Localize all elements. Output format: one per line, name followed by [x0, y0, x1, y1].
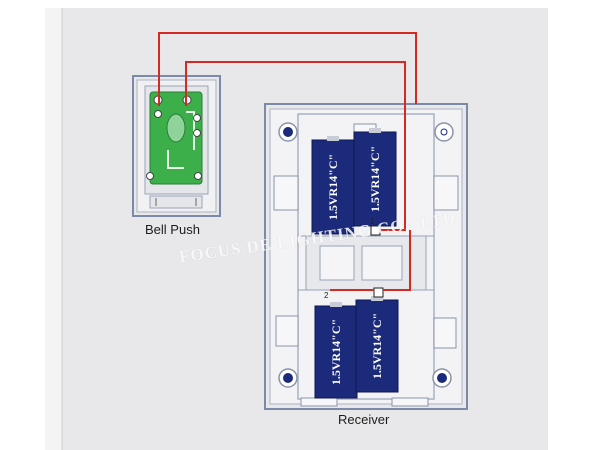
wire-outer: [158, 32, 417, 106]
wires: [158, 32, 417, 291]
battery-label-bottom-left: 1.5VR14"C": [329, 319, 343, 385]
terminal-label-2: 2: [324, 291, 329, 300]
battery-top-left: [311, 139, 355, 235]
receiver-outline: [264, 103, 468, 410]
bell-push-outline: [132, 75, 221, 217]
battery-bottom-right: [355, 299, 399, 393]
battery-label-bottom-right: 1.5VR14"C": [370, 313, 384, 379]
panel-left-margin: [45, 8, 62, 450]
mounting-holes: [278, 122, 454, 388]
wire-receiver-terminal-1: [380, 104, 406, 231]
terminal-block-2: [373, 287, 384, 298]
terminal-label-1: 1: [370, 217, 375, 226]
receiver-unit: 1.5VR14"C" 1.5VR14"C" 1.5VR14"C" 1.5VR14…: [264, 103, 468, 410]
battery-bottom-left: [314, 305, 358, 399]
wire-link: [383, 230, 411, 291]
receiver-label: Receiver: [338, 412, 390, 427]
bell-push-label: Bell Push: [145, 222, 200, 237]
battery-label-top-left: 1.5VR14"C": [326, 154, 340, 220]
battery-label-top-right: 1.5VR14"C": [368, 146, 382, 212]
bell-push-unit: [132, 75, 221, 217]
wire-inner: [185, 61, 406, 106]
